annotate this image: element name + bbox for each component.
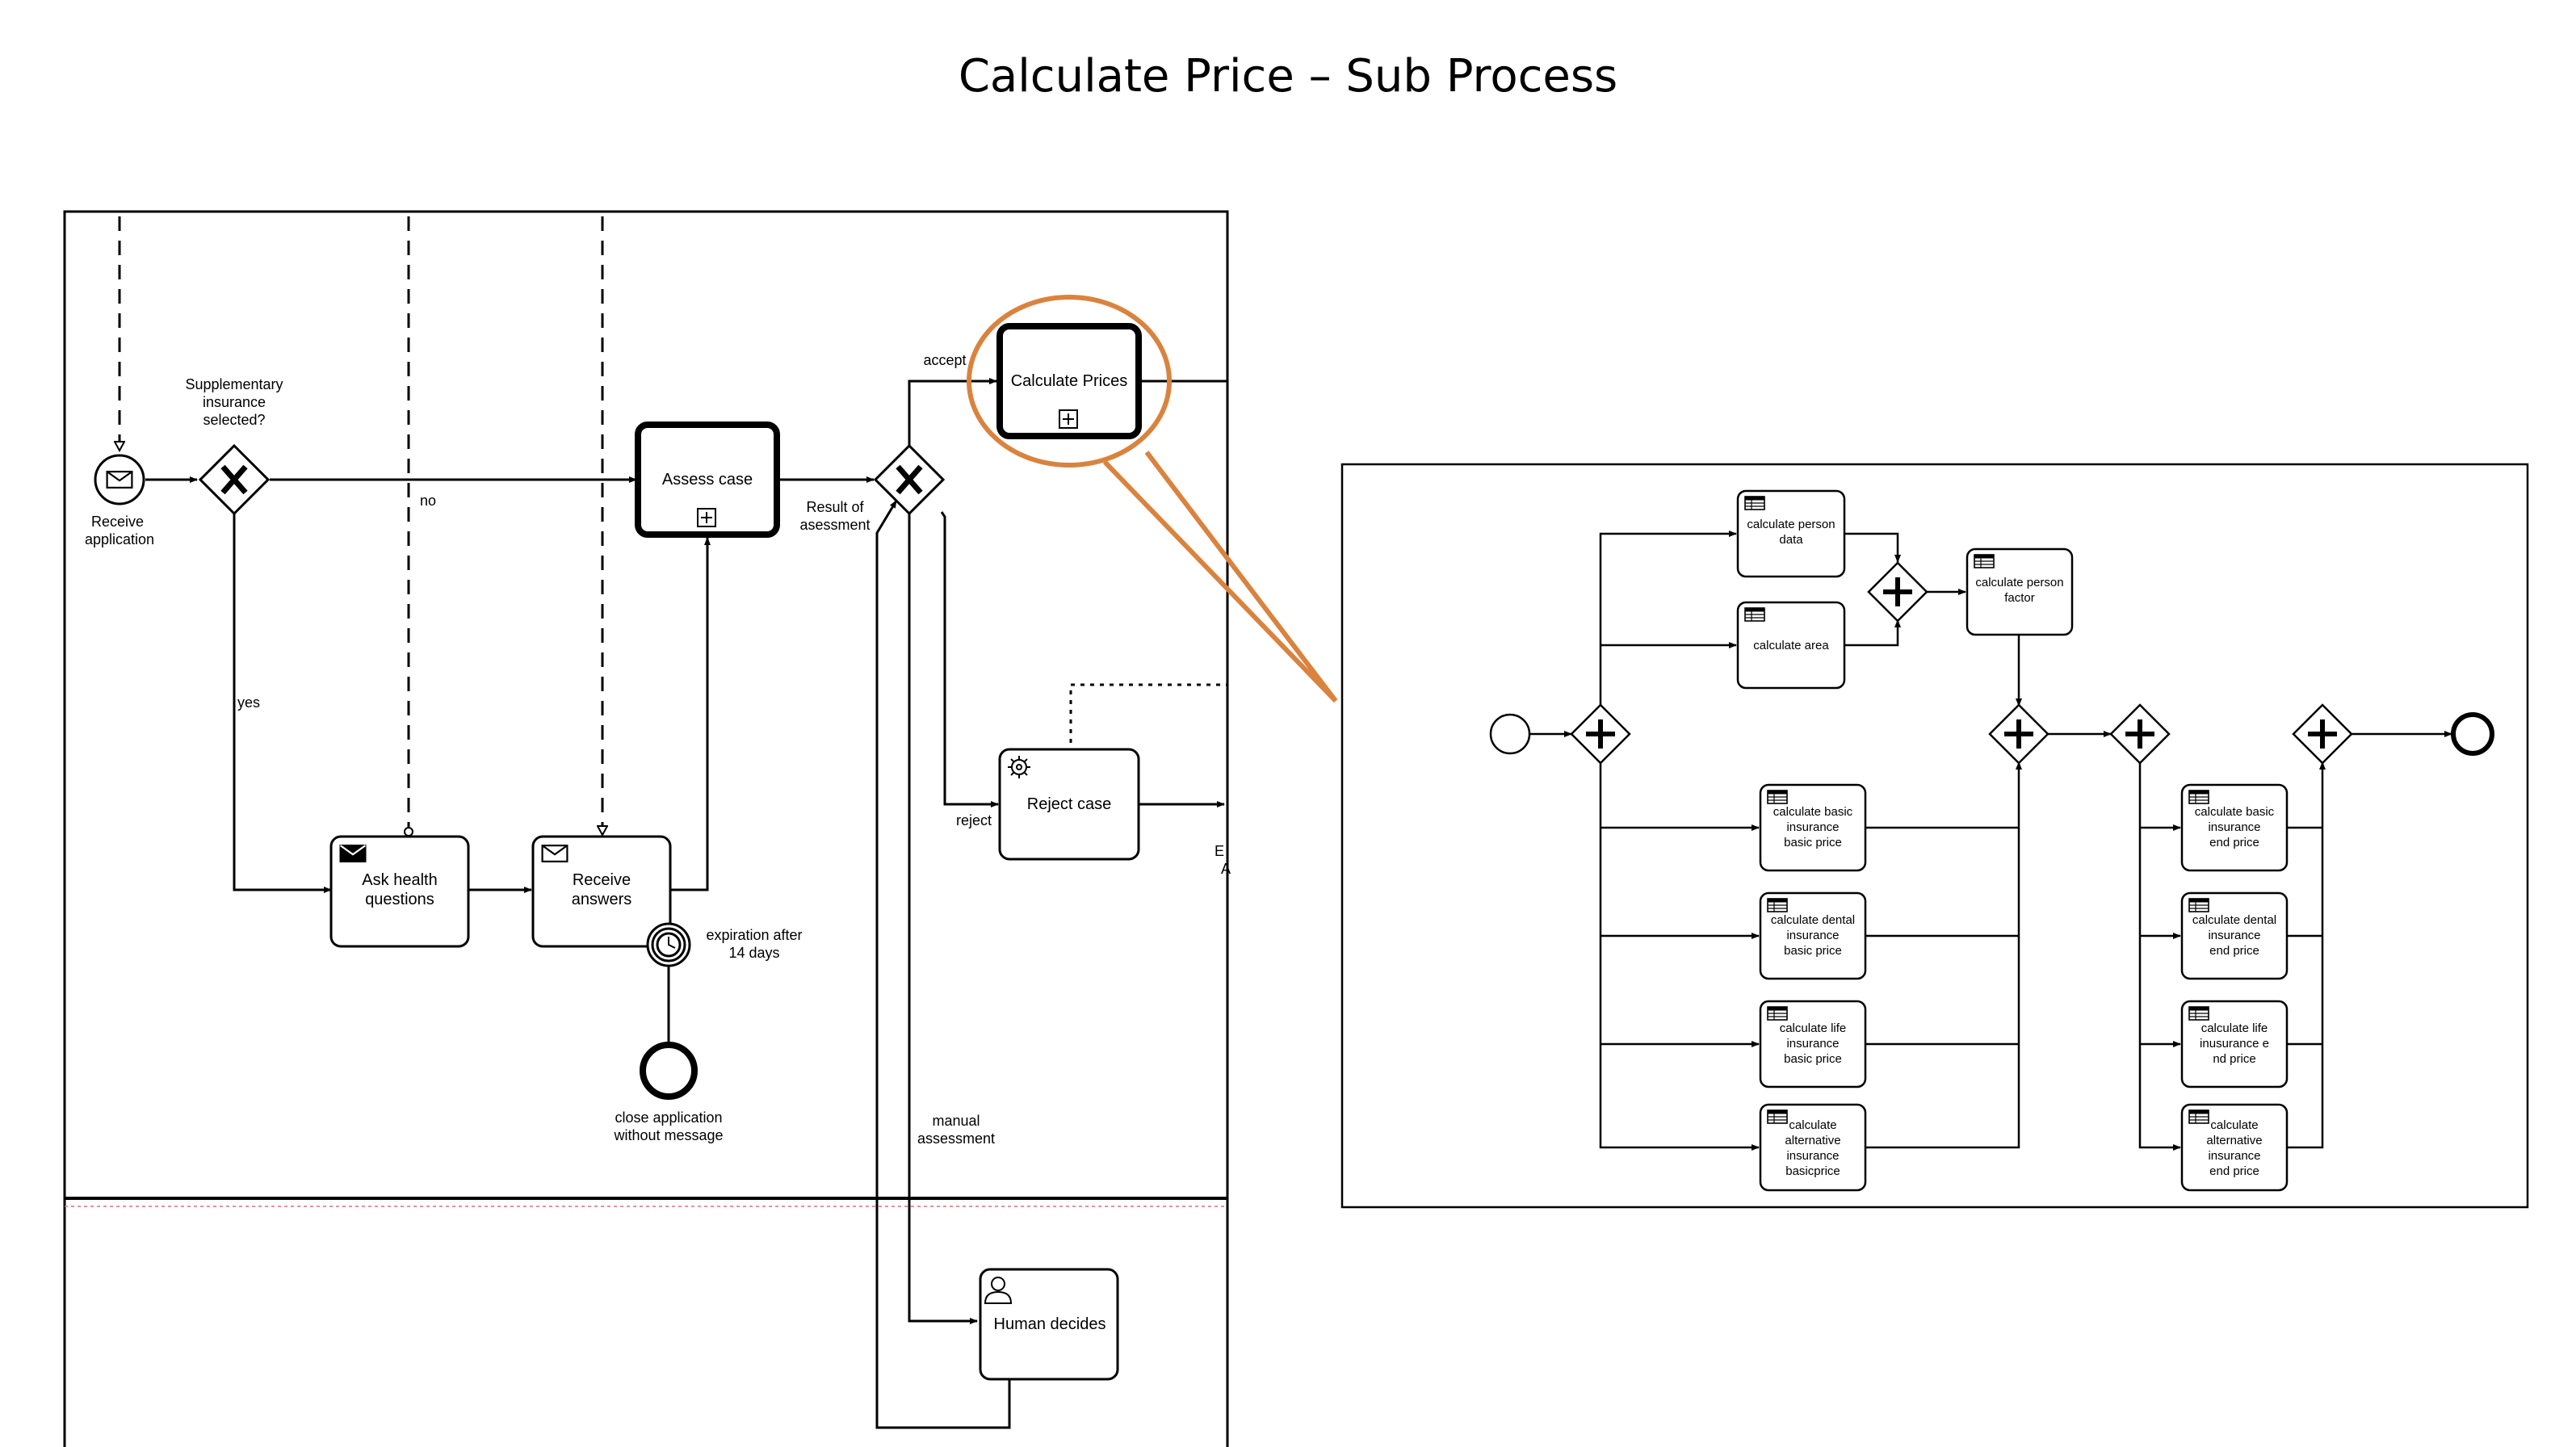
receive-application-line-1: Receive (91, 514, 144, 530)
receive-application-label: Receive application (85, 514, 154, 547)
task-dental-end-price[interactable] (2180, 891, 2289, 980)
timer-boundary-event[interactable] (646, 922, 691, 967)
task-alt-end-price[interactable] (2180, 1103, 2289, 1192)
sub-flows (1529, 531, 2452, 1151)
sub-end-event[interactable] (2451, 712, 2494, 756)
parallel-gateway-split[interactable] (1570, 703, 1631, 765)
reject-case-label: Reject case (1027, 795, 1112, 813)
business-rule-icon (1767, 898, 1788, 912)
edge-no-label: no (420, 493, 436, 509)
task-calculate-area[interactable] (1736, 601, 1846, 690)
business-rule-icon (2188, 1109, 2209, 1124)
pool-frame (63, 210, 1229, 1447)
clipped-label-a: A (1221, 861, 1231, 877)
message-flows (120, 216, 1227, 837)
business-rule-icon (1744, 607, 1765, 622)
edge-accept-label: accept (923, 352, 966, 368)
business-rule-icon (2188, 790, 2209, 804)
task-calculate-person-data[interactable] (1736, 489, 1846, 578)
edge-reject-label: reject (956, 812, 992, 828)
user-icon (984, 1277, 1013, 1304)
parallel-gateway-basic-join[interactable] (1988, 703, 2049, 765)
calculate-prices-task[interactable] (996, 323, 1142, 439)
send-envelope-icon (339, 845, 367, 862)
task-calculate-person-factor[interactable] (1966, 547, 2074, 636)
parallel-gateway-end-split[interactable] (2109, 703, 2171, 765)
parallel-gateway-end-join[interactable] (2292, 703, 2353, 765)
task-life-basic-price[interactable] (1759, 1000, 1867, 1088)
business-rule-icon (1767, 1109, 1788, 1124)
edge-yes-label: yes (237, 694, 260, 711)
sub-process-frame (1340, 463, 2529, 1209)
parallel-gateway-person-join[interactable] (1867, 561, 1928, 623)
business-rule-icon (1767, 1006, 1788, 1021)
task-dental-basic-price[interactable] (1759, 891, 1867, 980)
business-rule-icon (2188, 1006, 2209, 1021)
receive-application-event[interactable] (94, 454, 145, 505)
close-application-end-event[interactable] (640, 1042, 698, 1100)
reject-case-task[interactable] (998, 748, 1140, 861)
task-basic-basic-price[interactable] (1759, 783, 1867, 872)
ask-health-questions-task[interactable] (329, 835, 470, 948)
business-rule-icon (2188, 898, 2209, 912)
business-rule-icon (1744, 496, 1765, 510)
main-process (63, 210, 1229, 1447)
label-calculate-area: calculate area (1753, 639, 1829, 652)
business-rule-icon (1767, 790, 1788, 804)
assess-case-label: Assess case (662, 471, 753, 489)
task-basic-end-price[interactable] (2180, 783, 2289, 872)
sub-start-event[interactable] (1489, 713, 1531, 755)
receive-envelope-icon (541, 845, 568, 862)
receive-answers-task[interactable] (531, 835, 672, 948)
task-life-end-price[interactable] (2180, 1000, 2289, 1088)
human-decides-label: Human decides (994, 1315, 1106, 1333)
callout-pointer (1102, 451, 1338, 703)
slide-title: Calculate Price – Sub Process (958, 50, 1618, 103)
task-alt-basic-price[interactable] (1759, 1103, 1867, 1192)
assess-case-task[interactable] (635, 422, 780, 538)
business-rule-icon (1974, 554, 1995, 568)
callout-ellipse (967, 295, 1172, 468)
result-gateway[interactable] (873, 443, 946, 516)
zoom-callout (967, 295, 1338, 703)
clipped-label-e: E (1215, 843, 1224, 859)
supplementary-gateway[interactable] (198, 443, 271, 516)
service-gear-icon (1008, 756, 1030, 778)
receive-application-line-2: application (85, 531, 154, 547)
calculate-prices-label: Calculate Prices (1011, 372, 1128, 390)
sub-process (1340, 463, 2529, 1209)
human-decides-task[interactable] (979, 1268, 1119, 1381)
sequence-flows (145, 378, 1227, 1429)
